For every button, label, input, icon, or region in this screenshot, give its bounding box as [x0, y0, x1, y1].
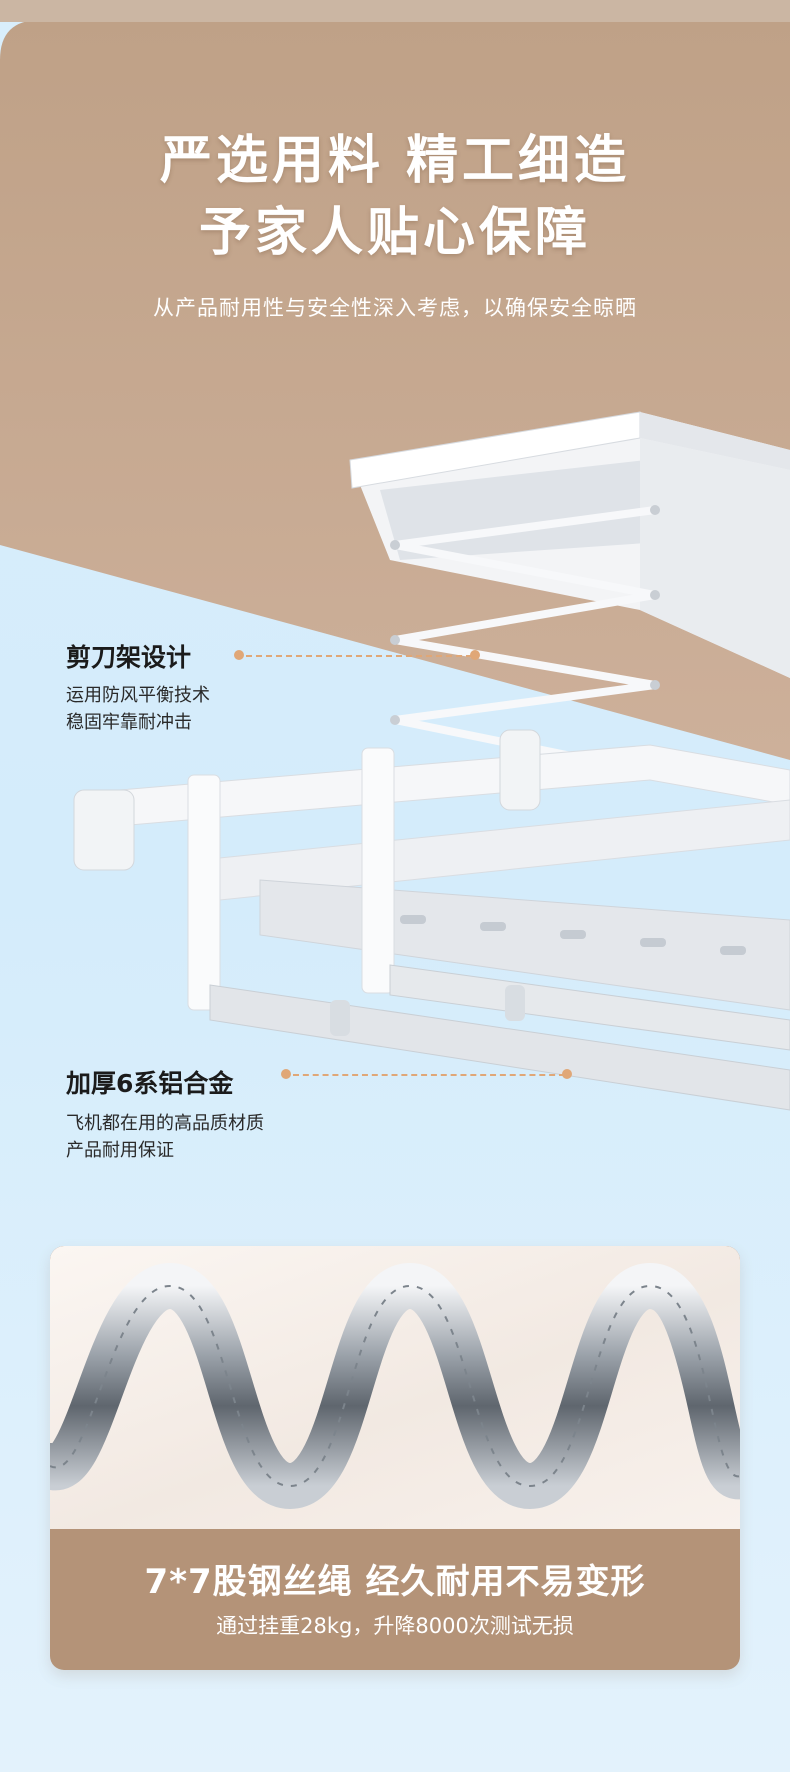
scissor-joints: [390, 505, 660, 725]
top-edge: [0, 0, 790, 22]
feature-desc-aluminium-1: 飞机都在用的高品质材质: [66, 1113, 264, 1134]
feature-desc-scissor-1: 运用防风平衡技术: [66, 685, 210, 706]
callout-line-scissor: [246, 655, 472, 657]
steel-rope-card: 7*7股钢丝绳 经久耐用不易变形 通过挂重28kg，升降8000次测试无损: [50, 1246, 740, 1670]
hero-title-line2: 予家人贴心保障: [198, 203, 591, 263]
steel-rope-coil: [50, 1262, 740, 1510]
hero-subtitle: 从产品耐用性与安全性深入考虑，以确保安全晾晒: [153, 296, 637, 320]
scissor-arms: [391, 506, 659, 774]
ceiling-mount-box: [349, 411, 790, 678]
feature-desc-aluminium-2: 产品耐用保证: [66, 1140, 174, 1161]
steel-rope-image: [50, 1246, 740, 1529]
drying-rack-illustration: [73, 411, 790, 1111]
steel-rope-title: 7*7股钢丝绳 经久耐用不易变形: [144, 1562, 646, 1602]
feature-desc-scissor-2: 稳固牢靠耐冲击: [66, 712, 192, 733]
feature-title-aluminium: 加厚6系铝合金: [66, 1069, 234, 1098]
callout-dot-end: [470, 650, 480, 660]
hero-title-line1: 严选用料 精工细造: [159, 131, 631, 191]
callout-dot-start: [234, 650, 244, 660]
callout-line-aluminium: [293, 1074, 565, 1076]
callout-dot-end: [562, 1069, 572, 1079]
steel-rope-subtitle: 通过挂重28kg，升降8000次测试无损: [216, 1614, 574, 1638]
hanger-frame: [73, 729, 790, 1111]
callout-dot-start: [281, 1069, 291, 1079]
feature-title-scissor: 剪刀架设计: [66, 643, 192, 672]
